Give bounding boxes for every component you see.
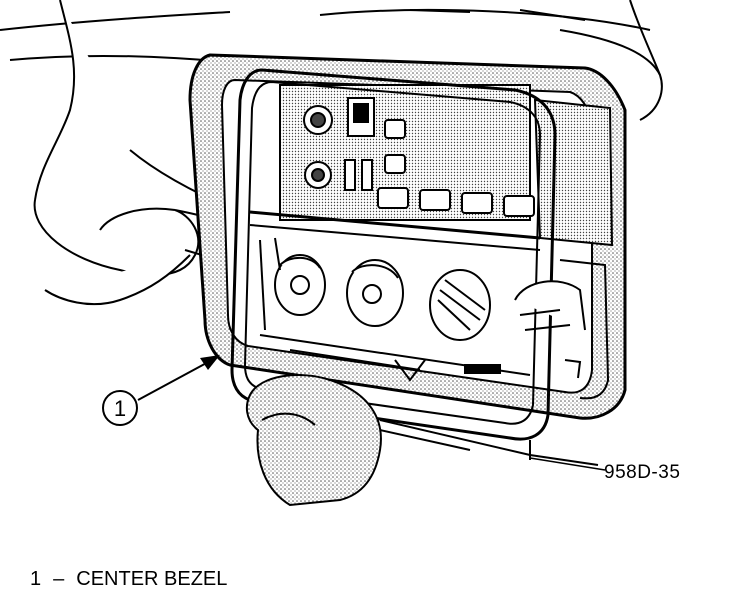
legend-number: 1 — [30, 568, 42, 590]
lower-tray — [259, 259, 610, 400]
callout-circle — [102, 390, 138, 426]
center-bezel — [230, 68, 557, 441]
hand-illustration — [33, 0, 245, 306]
legend-label: CENTER BEZEL — [76, 568, 228, 590]
figure-ref-leader — [529, 457, 606, 471]
legend-separator: – — [53, 568, 65, 590]
callout-arrow-shaft — [137, 359, 213, 401]
figure-reference: 958D-35 — [604, 462, 681, 483]
legend-item: 1 – CENTER BEZEL — [30, 568, 227, 591]
dash-edges — [379, 419, 599, 466]
callout-1: 1 — [102, 355, 220, 426]
callout-arrowhead — [200, 355, 220, 370]
center-bezel-illustration: 1 — [0, 0, 663, 507]
callout-number: 1 — [114, 396, 126, 421]
gear-shifter — [245, 374, 382, 507]
hvac-control-panel — [279, 84, 614, 247]
air-vents — [259, 237, 586, 341]
